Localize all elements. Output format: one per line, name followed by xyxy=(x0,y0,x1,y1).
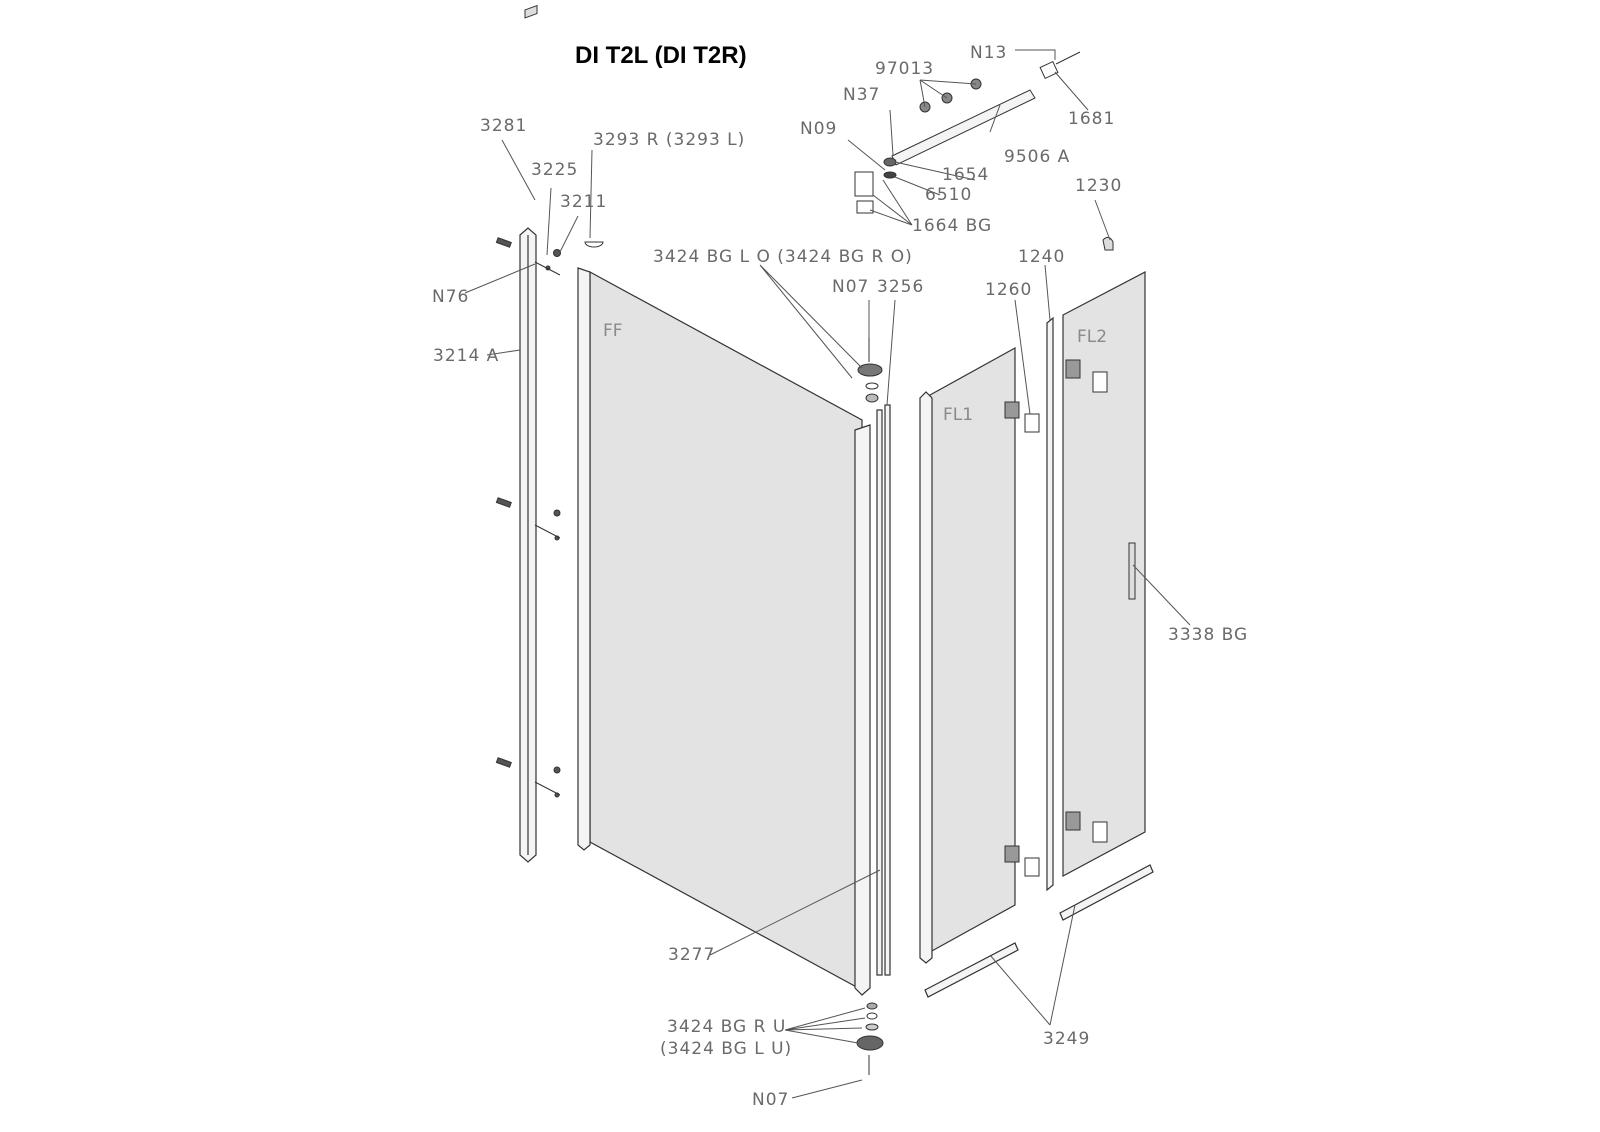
label-9506a: 9506 A xyxy=(1004,147,1070,167)
cap-3293 xyxy=(584,241,604,248)
leader-lines xyxy=(464,49,1191,1099)
label-1681: 1681 xyxy=(1068,109,1115,129)
diagram-title: DI T2L (DI T2R) xyxy=(575,42,747,69)
fixed-panel-edge xyxy=(854,424,871,996)
seal-strip-1240 xyxy=(1046,316,1054,892)
panel-label-fl1: FL1 xyxy=(943,405,973,425)
cap-3281 xyxy=(524,4,538,19)
stop-1260-bottom xyxy=(1024,857,1040,877)
label-3256: 3256 xyxy=(877,277,924,297)
door-panel-fl2 xyxy=(1062,271,1146,878)
bottom-hinge-3424 xyxy=(856,1002,884,1075)
label-1230: 1230 xyxy=(1075,176,1122,196)
label-3225: 3225 xyxy=(531,160,578,180)
label-1664bg: 1664 BG xyxy=(912,216,992,236)
label-1260: 1260 xyxy=(985,280,1032,300)
door-fl2-hinge-bottom xyxy=(1065,811,1081,831)
top-hinge-3424 xyxy=(857,338,883,403)
stabiliser-bar-9506a xyxy=(854,51,1114,251)
wall-fixings xyxy=(495,237,561,798)
label-1240: 1240 xyxy=(1018,247,1065,267)
label-3338bg: 3338 BG xyxy=(1168,625,1248,645)
magnet-top xyxy=(1092,371,1108,393)
bottom-rail-3249-a xyxy=(924,942,1019,998)
label-3211: 3211 xyxy=(560,192,607,212)
fixed-panel-post xyxy=(577,267,591,851)
label-97013: 97013 xyxy=(875,59,934,79)
bottom-rail-3249-b xyxy=(1059,864,1154,921)
label-3277: 3277 xyxy=(668,945,715,965)
label-n09: N09 xyxy=(800,119,837,139)
panel-label-fl2: FL2 xyxy=(1077,327,1107,347)
label-3293: 3293 R (3293 L) xyxy=(593,130,745,150)
label-n13: N13 xyxy=(970,43,1007,63)
label-3424-bottom-alt: (3424 BG L U) xyxy=(660,1039,792,1059)
door-fl1-hinge-bottom xyxy=(1004,845,1020,863)
label-3424-top: 3424 BG L O (3424 BG R O) xyxy=(653,247,913,267)
seal-profile-3277 xyxy=(876,404,891,976)
door-fl2-hinge-top xyxy=(1065,359,1081,379)
label-3249: 3249 xyxy=(1043,1029,1090,1049)
label-n07-top: N07 xyxy=(832,277,869,297)
label-n07-bottom: N07 xyxy=(752,1090,789,1110)
door-fl1-hinge-top xyxy=(1004,401,1020,419)
label-3214a: 3214 A xyxy=(433,346,499,366)
label-n76: N76 xyxy=(432,287,469,307)
label-1654: 1654 xyxy=(942,165,989,185)
label-3424-bottom: 3424 BG R U xyxy=(667,1017,786,1037)
door-panel-fl1 xyxy=(929,346,1016,954)
door-handle-3338bg xyxy=(1128,542,1136,600)
label-6510: 6510 xyxy=(925,185,972,205)
door-fl1-post xyxy=(919,391,933,964)
label-n37: N37 xyxy=(843,85,880,105)
label-3281: 3281 xyxy=(480,116,527,136)
part-labels: N13 97013 N37 N09 1681 9506 A 1654 6510 … xyxy=(432,43,1248,1110)
panel-label-ff: FF xyxy=(603,321,623,341)
fixed-panel-ff xyxy=(589,270,863,992)
wall-profile-3214a xyxy=(519,227,537,863)
magnet-bottom xyxy=(1092,821,1108,843)
stop-1260 xyxy=(1024,413,1040,433)
